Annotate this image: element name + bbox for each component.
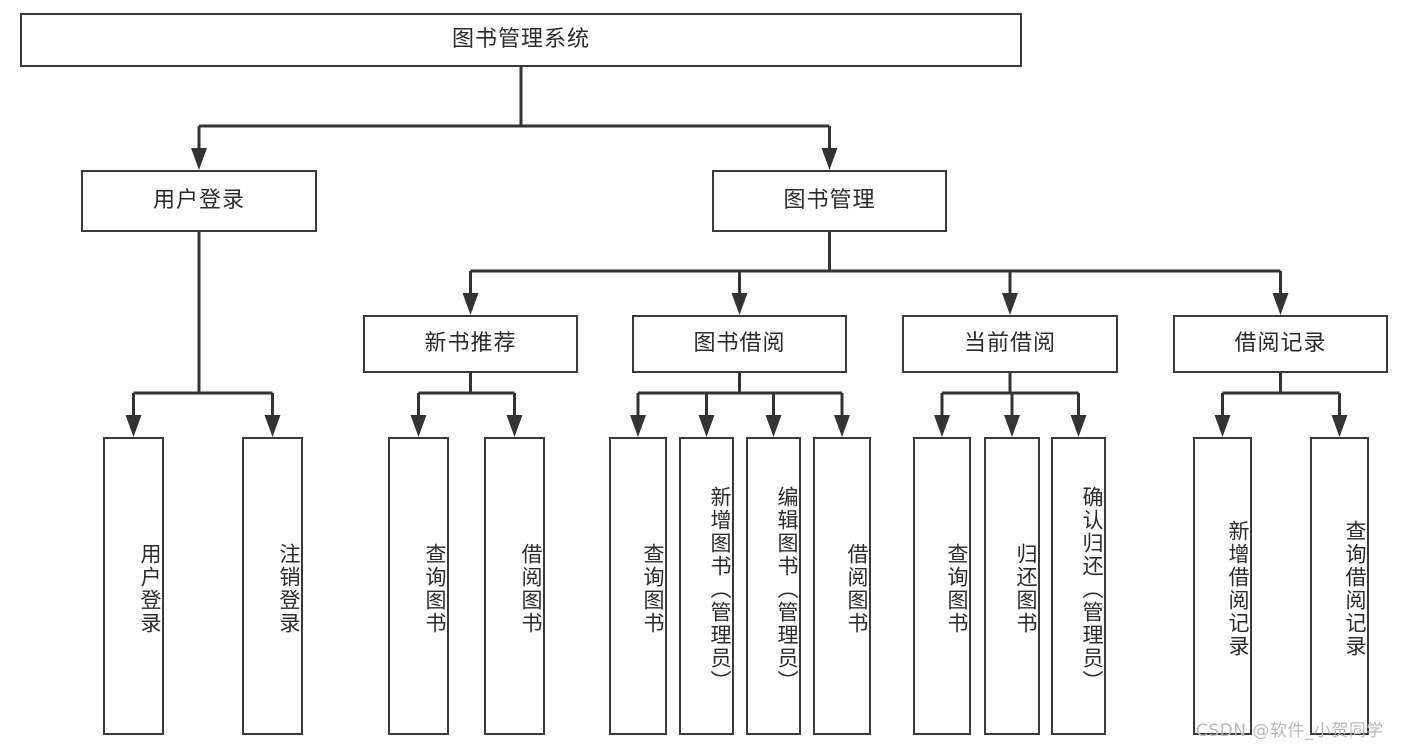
node-label: 用户登录 bbox=[152, 188, 245, 214]
node-leaf-confirm-return-admin[interactable]: 确认归还（管理员） bbox=[1051, 437, 1106, 735]
arrowhead-leaf-edit-book-admin bbox=[765, 415, 782, 437]
node-user-login[interactable]: 用户登录 bbox=[81, 170, 317, 232]
arrowhead-book-borrow bbox=[731, 293, 748, 315]
node-leaf-return-book[interactable]: 归还图书 bbox=[984, 437, 1040, 735]
node-label: 图书借阅 bbox=[693, 331, 786, 357]
node-label: 编辑图书（管理员） bbox=[775, 485, 799, 693]
arrowhead-user-login bbox=[191, 148, 207, 170]
arrowhead-leaf-add-borrow-record bbox=[1214, 415, 1231, 437]
arrowhead-leaf-user-login bbox=[125, 415, 142, 437]
node-label: 注销登录 bbox=[277, 543, 301, 635]
node-label: 确认归还（管理员） bbox=[1080, 485, 1104, 693]
node-label: 图书管理系统 bbox=[451, 27, 590, 53]
node-label: 新增借阅记录 bbox=[1226, 520, 1250, 658]
node-root[interactable]: 图书管理系统 bbox=[20, 13, 1022, 67]
node-leaf-query-book-borrow[interactable]: 查询图书 bbox=[609, 437, 667, 735]
arrowhead-leaf-add-book-admin bbox=[698, 415, 715, 437]
node-leaf-add-book-admin[interactable]: 新增图书（管理员） bbox=[679, 437, 734, 735]
node-new-book-recommend[interactable]: 新书推荐 bbox=[363, 315, 578, 373]
arrowhead-current-borrow bbox=[1002, 293, 1018, 315]
arrowhead-leaf-return-book bbox=[1004, 415, 1020, 437]
node-leaf-logout-login[interactable]: 注销登录 bbox=[242, 437, 303, 735]
node-leaf-query-borrow-record[interactable]: 查询借阅记录 bbox=[1310, 437, 1369, 735]
node-label: 新增图书（管理员） bbox=[708, 485, 732, 693]
connector-bus-new-book-recommend bbox=[418, 373, 515, 395]
node-label: 借阅图书 bbox=[845, 543, 869, 635]
arrowhead-leaf-confirm-return-admin bbox=[1070, 415, 1087, 437]
node-leaf-add-borrow-record[interactable]: 新增借阅记录 bbox=[1193, 437, 1252, 735]
node-label: 新书推荐 bbox=[424, 331, 517, 357]
connector-bus-borrow-record bbox=[1222, 373, 1340, 395]
node-label: 归还图书 bbox=[1014, 543, 1038, 635]
node-borrow-record[interactable]: 借阅记录 bbox=[1173, 315, 1388, 373]
connector-bus-current-borrow bbox=[942, 373, 1079, 395]
node-book-manage[interactable]: 图书管理 bbox=[712, 170, 947, 232]
node-leaf-query-book-cur[interactable]: 查询图书 bbox=[913, 437, 971, 735]
node-label: 查询借阅记录 bbox=[1343, 520, 1367, 658]
connector-bus-root bbox=[199, 67, 830, 128]
node-label: 查询图书 bbox=[641, 543, 665, 635]
node-current-borrow[interactable]: 当前借阅 bbox=[902, 315, 1118, 373]
node-label: 借阅记录 bbox=[1234, 331, 1327, 357]
node-label: 查询图书 bbox=[945, 543, 969, 635]
node-label: 借阅图书 bbox=[519, 543, 543, 635]
connector-bus-book-manage bbox=[470, 232, 1281, 273]
arrowhead-borrow-record bbox=[1272, 293, 1289, 315]
node-leaf-borrow-book[interactable]: 借阅图书 bbox=[813, 437, 871, 735]
csdn-watermark: CSDN @软件_小贺同学 bbox=[1196, 721, 1384, 741]
arrowhead-leaf-logout-login bbox=[264, 415, 281, 437]
arrowhead-leaf-borrow-book bbox=[834, 415, 850, 437]
node-leaf-user-login[interactable]: 用户登录 bbox=[103, 437, 164, 735]
node-label: 用户登录 bbox=[138, 543, 162, 635]
arrowhead-new-book-recommend bbox=[462, 293, 479, 315]
connector-bus-book-borrow bbox=[638, 373, 842, 395]
arrowhead-leaf-borrow-book-rec bbox=[506, 415, 523, 437]
arrowhead-leaf-query-book-rec bbox=[410, 415, 427, 437]
arrowhead-leaf-query-book-cur bbox=[934, 415, 950, 437]
node-label: 图书管理 bbox=[783, 188, 876, 214]
node-label: 当前借阅 bbox=[963, 331, 1056, 357]
node-leaf-edit-book-admin[interactable]: 编辑图书（管理员） bbox=[746, 437, 801, 735]
node-leaf-borrow-book-rec[interactable]: 借阅图书 bbox=[484, 437, 545, 735]
connector-bus-user-login bbox=[133, 232, 273, 395]
arrowhead-leaf-query-book-borrow bbox=[630, 415, 646, 437]
node-label: 查询图书 bbox=[423, 543, 447, 635]
node-book-borrow[interactable]: 图书借阅 bbox=[632, 315, 847, 373]
arrowhead-book-manage bbox=[821, 148, 838, 170]
arrowhead-leaf-query-borrow-record bbox=[1331, 415, 1348, 437]
node-leaf-query-book-rec[interactable]: 查询图书 bbox=[388, 437, 449, 735]
